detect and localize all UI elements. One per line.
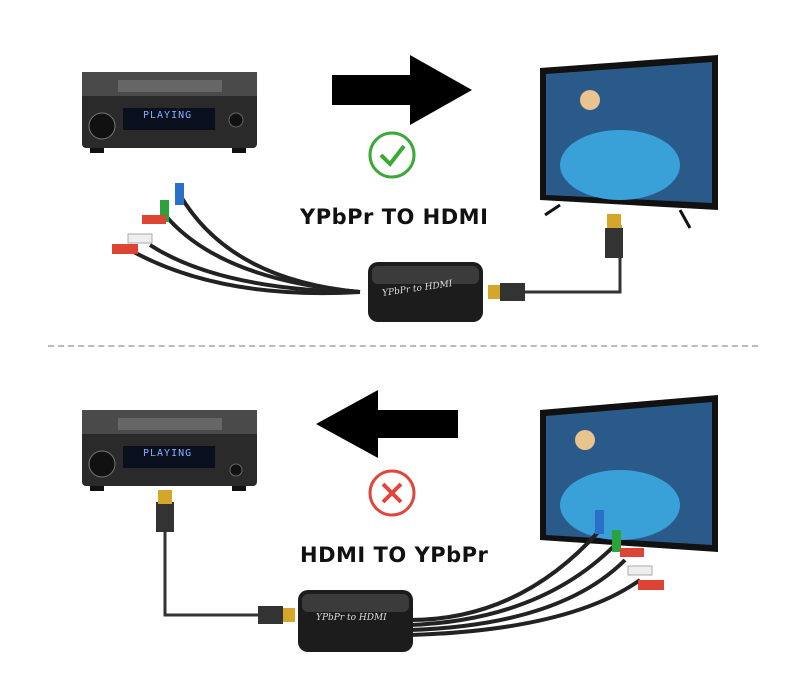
av-receiver [82, 410, 257, 491]
bottom-diagram [82, 390, 718, 652]
device-display-text: PLAYING [143, 110, 193, 121]
converter-adapter [368, 262, 483, 322]
television [540, 395, 718, 552]
converter-adapter [298, 590, 413, 652]
television [540, 55, 718, 229]
hdmi-plug [488, 214, 623, 301]
bottom-section: PLAYING YPbPr to HDMI HDMI TO YPbPr [0, 340, 800, 678]
adapter-label: YPbPr to HDMI [316, 613, 387, 623]
component-cables [112, 183, 622, 296]
cables [163, 510, 664, 637]
conversion-label: YPbPr TO HDMI [300, 205, 489, 229]
av-receiver [82, 72, 257, 153]
section-divider [48, 345, 758, 347]
arrow-right-icon [332, 55, 472, 125]
conversion-label: HDMI TO YPbPr [300, 543, 489, 567]
top-diagram [82, 55, 718, 322]
top-section: PLAYING YPbPr to HDMI YPbPr TO HDMI [82, 55, 718, 322]
device-display-text: PLAYING [143, 448, 193, 459]
arrow-left-icon [316, 390, 458, 458]
x-circle-icon [368, 469, 416, 517]
check-circle-icon [368, 131, 416, 179]
hdmi-plug [156, 490, 295, 624]
